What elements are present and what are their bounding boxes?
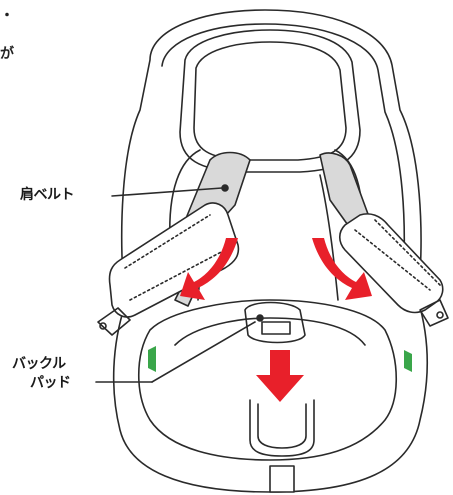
cropped-text-line1: ・ (0, 8, 14, 24)
left-green-tab (148, 346, 156, 372)
headrest (180, 30, 360, 172)
buckle-connector (262, 322, 290, 334)
buckle-pad-inner (258, 404, 306, 448)
right-green-tab (404, 350, 412, 372)
shoulder-belt-dot (222, 185, 228, 191)
cropped-text-line2: が (0, 46, 14, 62)
shoulder-belt-label: 肩ベルト (20, 186, 74, 204)
right-guide-bolt (437, 312, 443, 318)
buckle-pad-label-line2: パッド (30, 374, 71, 392)
buckle-pad-label-line1: バックル (12, 355, 66, 373)
buckle-pin (257, 315, 263, 321)
headrest-inner (194, 42, 346, 160)
buckle-pad-leader-diag (152, 322, 255, 382)
down-arrow (256, 350, 304, 402)
buckle-slot (270, 466, 294, 492)
